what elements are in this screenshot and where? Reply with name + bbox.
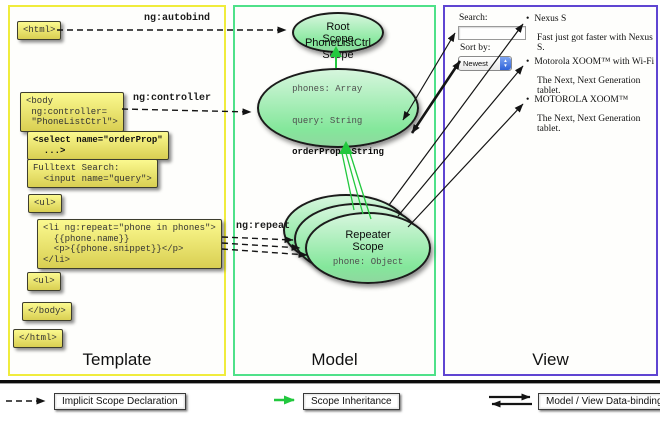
ul-open-node: <ul> <box>28 194 62 213</box>
bullet-icon: • <box>526 14 530 24</box>
code-line: <p>{{phone.snippet}}</p> <box>43 244 184 254</box>
sort-dropdown[interactable]: Newest ▲▼ <box>458 56 512 71</box>
sort-by-label: Sort by: <box>460 43 491 53</box>
code-line: <ul> <box>34 198 56 208</box>
phone-title: Motorola XOOM™ with Wi-Fi <box>534 57 655 67</box>
phone-list-item: • MOTOROLA XOOM™ The Next, Next Generatio… <box>526 95 656 134</box>
scope-title: Repeater Scope <box>345 229 391 253</box>
model-column-label: Model <box>311 350 358 369</box>
code-line: ...> <box>33 145 66 156</box>
code-line: ng:controller= <box>26 106 108 117</box>
phone-desc: Fast just got faster with Nexus S. <box>537 33 653 53</box>
dropdown-stepper-icon: ▲▼ <box>500 57 511 70</box>
code-line: </li> <box>43 254 71 265</box>
code-line: <input name="query"> <box>33 173 152 184</box>
body-open-node: <body ng:controller= "PhoneListCtrl"> <box>20 92 124 132</box>
phone-title: MOTOROLA XOOM™ <box>534 95 629 105</box>
code-line: "PhoneListCtrl"> <box>26 117 118 127</box>
sort-dropdown-value: Newest <box>463 59 489 68</box>
code-line: </html> <box>19 333 57 343</box>
phonelistctrl-scope-ellipse: PhoneListCtrl Scope phones: Array query:… <box>257 37 419 157</box>
search-label: Search: <box>459 13 488 23</box>
phone-desc: The Next, Next Generation tablet. <box>537 76 641 96</box>
phone-list-item: • Motorola XOOM™ with Wi-Fi The Next, Nex… <box>526 57 656 96</box>
scope-properties: phone: Object <box>332 257 404 267</box>
bullet-icon: • <box>526 57 530 67</box>
scope-title: PhoneListCtrl Scope <box>304 37 372 62</box>
ng-controller-label: ng:controller <box>133 93 212 104</box>
bullet-icon: • <box>526 95 530 105</box>
html-close-node: </html> <box>13 329 63 348</box>
select-node: <select name="orderProp" ...> <box>27 131 169 160</box>
code-line: </body> <box>28 306 66 316</box>
legend-implicit-scope-box: Implicit Scope Declaration <box>54 393 186 410</box>
phone-title: Nexus S <box>534 14 567 24</box>
scope-properties: phones: Array query: String orderProp: S… <box>292 84 384 158</box>
code-line: <ul> <box>33 276 55 286</box>
legend-data-binding-box: Model / View Data-binding <box>538 393 660 410</box>
li-repeat-node: <li ng:repeat="phone in phones"> {{phone… <box>37 219 222 269</box>
phone-list-item: • Nexus S Fast just got faster with Nexus… <box>526 14 656 53</box>
body-close-node: </body> <box>22 302 72 321</box>
code-line: <select name="orderProp" <box>33 135 163 145</box>
code-line: <li ng:repeat="phone in phones"> <box>43 223 216 233</box>
phone-desc: The Next, Next Generation tablet. <box>537 114 641 134</box>
ng-autobind-label: ng:autobind <box>144 13 211 24</box>
legend-separator-line <box>0 380 660 384</box>
legend-scope-inheritance-box: Scope Inheritance <box>303 393 400 410</box>
view-column-label: View <box>532 350 569 369</box>
code-line: <body <box>26 96 54 106</box>
ng-repeat-label: ng:repeat <box>236 221 291 232</box>
fulltext-search-node: Fulltext Search: <input name="query"> <box>27 159 158 188</box>
repeater-scope-ellipse: Repeater Scope phone: Object <box>305 212 431 284</box>
code-line: <html> <box>23 25 56 35</box>
scope-title: Root Scope <box>322 20 354 45</box>
code-line: {{phone.name}} <box>43 233 130 244</box>
html-open-node: <html> <box>17 21 62 40</box>
ul-close-node: <ul> <box>27 272 61 291</box>
search-input[interactable] <box>458 26 526 40</box>
template-column-label: Template <box>82 350 152 369</box>
code-line: Fulltext Search: <box>33 163 120 173</box>
